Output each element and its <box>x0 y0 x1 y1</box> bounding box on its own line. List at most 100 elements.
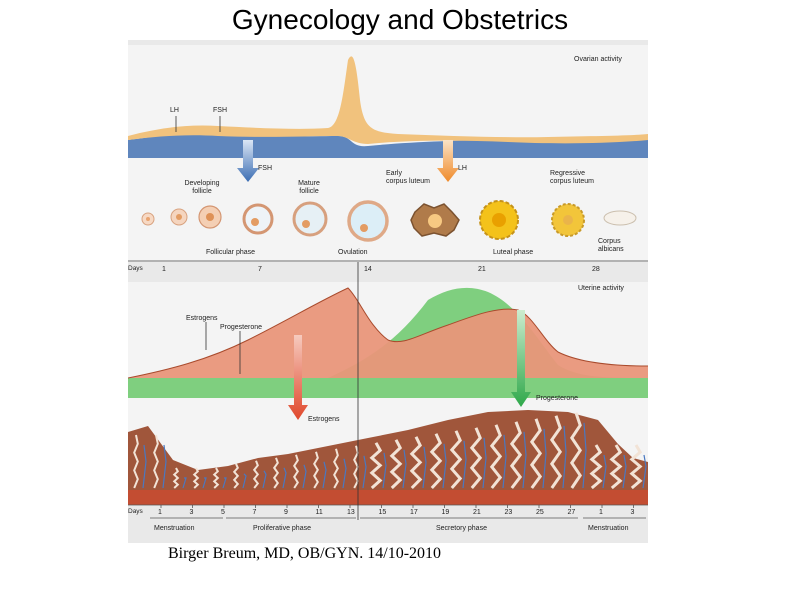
endometrial-gland <box>549 415 563 489</box>
page-title: Gynecology and Obstetrics <box>231 4 569 35</box>
spiral-artery <box>202 477 207 489</box>
estrogens-label: Estrogens <box>186 315 218 322</box>
follicle-6 <box>347 200 389 242</box>
endometrium-basal-layer <box>128 490 648 505</box>
follicle-5-oocyte <box>302 220 310 228</box>
ovarian-day-tick: 7 <box>258 266 262 273</box>
progesterone-arrow-label: Progesterone <box>536 395 578 402</box>
uterine-day-tick: 15 <box>379 509 387 516</box>
endometrial-gland <box>133 434 139 489</box>
spiral-artery <box>482 437 487 489</box>
spiral-artery <box>282 467 287 489</box>
ovarian-day-tick: 1 <box>162 266 166 273</box>
follicle-sequence <box>141 200 637 242</box>
uterine-day-tick: 17 <box>410 509 418 516</box>
endometrial-gland <box>153 434 159 489</box>
uterine-day-tick: 3 <box>190 509 194 516</box>
uterine-day-tick: 21 <box>473 509 481 516</box>
spiral-artery <box>462 440 467 489</box>
endometrial-gland <box>369 442 383 490</box>
endometrial-gland <box>252 460 260 489</box>
fsh-arrow-label: FSH <box>258 165 272 172</box>
uterine-day-tick: 1 <box>599 509 603 516</box>
endometrial-gland <box>609 444 623 490</box>
spiral-artery <box>342 458 347 489</box>
menstruation-label-1: Menstruation <box>154 525 195 532</box>
uterine-day-tick: 25 <box>536 509 544 516</box>
endometrial-gland <box>272 457 280 489</box>
spiral-artery <box>542 428 547 489</box>
endometrium <box>128 410 648 505</box>
footer-credit: Birger Breum, MD, OB/GYN. 14/10-2010 <box>168 545 442 562</box>
spiral-artery <box>602 454 607 489</box>
ovarian-day-tick: 21 <box>478 266 486 273</box>
uterine-day-tick: 19 <box>442 509 450 516</box>
spiral-artery <box>522 431 527 489</box>
endometrial-gland <box>232 463 240 489</box>
endometrial-gland <box>313 451 319 489</box>
ovarian-activity-header: Ovarian activity <box>574 56 622 63</box>
spiral-artery <box>562 425 567 489</box>
spiral-artery <box>362 455 367 489</box>
corpus-luteum-mature-core <box>492 213 506 227</box>
endometrial-glands <box>133 412 647 490</box>
progesterone-label: Progesterone <box>220 324 262 331</box>
spiral-artery <box>262 470 267 489</box>
ovulation-label: Ovulation <box>338 249 368 256</box>
spiral-artery <box>242 473 247 489</box>
endometrial-gland <box>529 418 543 489</box>
spiral-artery <box>502 434 507 489</box>
endometrial-gland <box>629 444 643 490</box>
early-corpus-luteum-core <box>428 214 442 228</box>
spiral-artery <box>582 422 587 489</box>
endometrial-gland <box>192 467 200 489</box>
fsh-arrow <box>237 140 259 182</box>
uterine-day-tick: 13 <box>347 509 355 516</box>
spiral-artery <box>142 444 147 489</box>
spiral-artery <box>622 454 627 489</box>
spiral-artery <box>422 446 427 489</box>
progesterone-arrow <box>511 310 531 407</box>
follicular-phase-label: Follicular phase <box>206 249 255 256</box>
secretory-phase-label: Secretory phase <box>436 525 487 532</box>
follicle-4-oocyte <box>251 218 259 226</box>
spiral-artery <box>382 452 387 489</box>
uterine-day-tick: 1 <box>158 509 162 516</box>
luteal-phase-label: Luteal phase <box>493 249 533 256</box>
spiral-artery <box>222 477 227 489</box>
ovarian-day-tick: 28 <box>592 266 600 273</box>
lh-label: LH <box>170 107 179 114</box>
endometrial-gland <box>293 454 299 489</box>
uterine-day-tick: 23 <box>505 509 513 516</box>
lh-arrow <box>437 140 459 182</box>
spiral-artery <box>302 464 307 489</box>
menstrual-cycle-figure: LH FSH Ovarian activity FSH LH Developin… <box>128 40 648 543</box>
uterine-day-tick: 5 <box>221 509 225 516</box>
fsh-label: FSH <box>213 107 227 114</box>
spiral-artery <box>642 454 647 489</box>
endometrial-gland <box>429 433 443 490</box>
endometrial-gland <box>409 436 423 490</box>
follicle-6-oocyte <box>360 224 368 232</box>
endometrial-gland <box>172 467 180 489</box>
lh-curve <box>128 56 648 144</box>
endometrial-gland <box>489 424 503 489</box>
estrogens-arrow-label: Estrogens <box>308 416 340 423</box>
follicle-1-oocyte <box>146 217 150 221</box>
uterine-day-tick: 3 <box>631 509 635 516</box>
endometrial-gland <box>333 448 339 489</box>
ovarian-days-label: Days <box>128 265 144 272</box>
endometrial-gland <box>449 430 463 489</box>
uterine-day-tick: 9 <box>284 509 288 516</box>
spiral-artery <box>442 443 447 489</box>
spiral-artery <box>162 444 167 489</box>
uterine-day-tick: 11 <box>316 509 323 516</box>
follicle-2-oocyte <box>176 214 182 220</box>
spiral-artery <box>402 449 407 489</box>
